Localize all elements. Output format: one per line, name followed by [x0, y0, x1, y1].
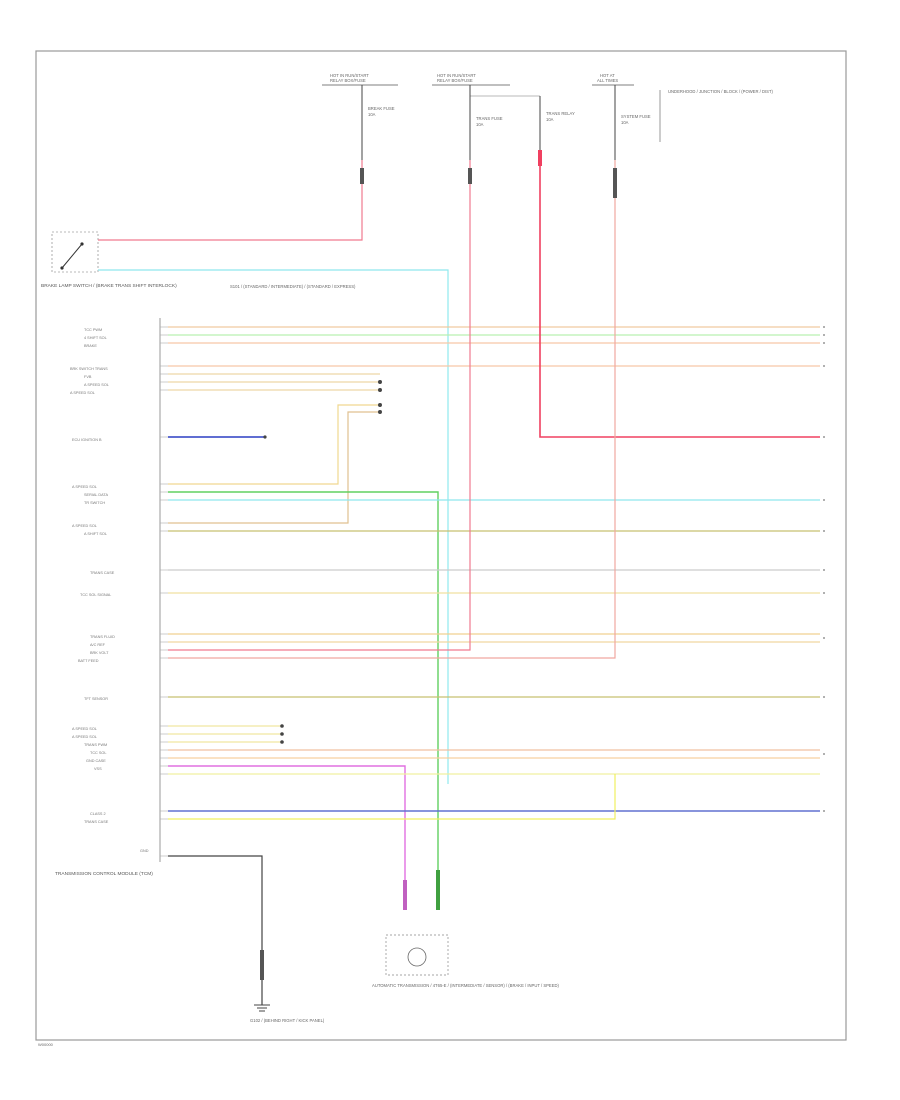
pin-label: FVB [84, 375, 92, 379]
pin-label: TRANS FLUID [90, 635, 115, 639]
pin-label: BRAKE [84, 344, 97, 348]
right-terminals [823, 326, 825, 812]
source-3-label: HOT AT [600, 73, 615, 78]
automatic-transmission: AUTOMATIC TRANSMISSION / 4T65-E / (INTER… [372, 934, 560, 988]
pin-label: TCC SOL [90, 751, 106, 755]
pin-label: GND CASE [86, 759, 106, 763]
pin-label: ECU IGNITION B [72, 438, 102, 442]
fuse-3-sub: 10A [546, 117, 554, 122]
pin-label: A/C REF [90, 643, 106, 647]
ground-label: G102 / (BEHIND RIGHT / KICK PANEL) [250, 1018, 325, 1023]
brake-switch-label: BRAKE LAMP SWITCH / (BRAKE TRANS SHIFT I… [41, 283, 177, 289]
tcm-pin-labels: TCC PWM 4 SHIFT SOL BRAKE BRK SWITCH TRA… [70, 328, 149, 853]
pin-label: A SHIFT SOL [84, 532, 107, 536]
pin-label: SERIAL DATA [84, 493, 108, 497]
fuse-1-label: BREAK FUSE [368, 106, 395, 111]
figure-id: W00000 [38, 1042, 53, 1047]
fuse-4-sub: 10A [621, 120, 629, 125]
pin-label: TCC PWM [84, 328, 102, 332]
tcm-label: TRANSMISSION CONTROL MODULE (TCM) [55, 871, 153, 877]
pin-label: BRK SWITCH TRANS [70, 367, 108, 371]
fuse-1-sub: 10A [368, 112, 376, 117]
pin-label: 4 SHIFT SOL [84, 336, 107, 340]
junction-components [263, 380, 382, 744]
tcm-module: TRANSMISSION CONTROL MODULE (TCM) [55, 318, 161, 877]
splice-label: S101 / (STANDARD / INTERMEDIATE) / (STAN… [230, 284, 356, 289]
pin-label: A SPEED SOL [84, 383, 109, 387]
source-2-label: HOT IN RUN/START [437, 73, 476, 78]
power-source-2: HOT IN RUN/START RELAY BOX/FUSE [432, 73, 540, 97]
pin-label: A SPEED SOL [72, 735, 97, 739]
pin-label: A SPEED SOL [70, 391, 95, 395]
transmission-label: AUTOMATIC TRANSMISSION / 4T65-E / (INTER… [372, 983, 560, 988]
fuse-2-sub: 10A [476, 122, 484, 127]
fuse-labels: BREAK FUSE 10A TRANS FUSE 10A TRANS RELA… [368, 106, 651, 127]
pin-label: CLASS 2 [90, 812, 106, 816]
pin-label: TR SWITCH [84, 501, 105, 505]
fuse-stubs [361, 85, 616, 160]
source-1-label: HOT IN RUN/START [330, 73, 369, 78]
pin-label: A SPEED SOL [72, 727, 97, 731]
pin-label: TCC SOL SIGNAL [80, 593, 111, 597]
pin-label: VSS [94, 767, 102, 771]
wires [98, 160, 820, 1005]
connectors [260, 150, 617, 980]
pin-label: TRANS PWM [84, 743, 107, 747]
ground-symbol [254, 1004, 270, 1012]
fuse-3-label: TRANS RELAY [546, 111, 575, 116]
pin-label: A SPEED SOL [72, 485, 97, 489]
pin-label: TRANS CASE [84, 820, 109, 824]
fuse-4-label: SYSTEM FUSE [621, 114, 651, 119]
source-3-sub: ALL TIMES [597, 78, 618, 83]
fuse-2-label: TRANS FUSE [476, 116, 503, 121]
brake-lamp-switch: BRAKE LAMP SWITCH / (BRAKE TRANS SHIFT I… [41, 231, 177, 289]
underhood-junction-block-label: UNDERHOOD / JUNCTION / BLOCK / (POWER / … [668, 89, 774, 94]
power-source-3: HOT AT ALL TIMES [592, 73, 634, 86]
pin-label: GND [140, 849, 149, 853]
pin-label: TRANS CASE [90, 571, 115, 575]
power-source-1: HOT IN RUN/START RELAY BOX/FUSE [322, 73, 398, 86]
source-1-sub: RELAY BOX/FUSE [330, 78, 366, 83]
pin-label: BRK VOLT [90, 651, 109, 655]
pin-label: A SPEED SOL [72, 524, 97, 528]
pin-label: BATT FEED [78, 659, 99, 663]
pin-ticks [160, 326, 168, 857]
source-2-sub: RELAY BOX/FUSE [437, 78, 473, 83]
diagram-border [35, 50, 847, 1041]
pin-label: TFT SENSOR [84, 697, 108, 701]
